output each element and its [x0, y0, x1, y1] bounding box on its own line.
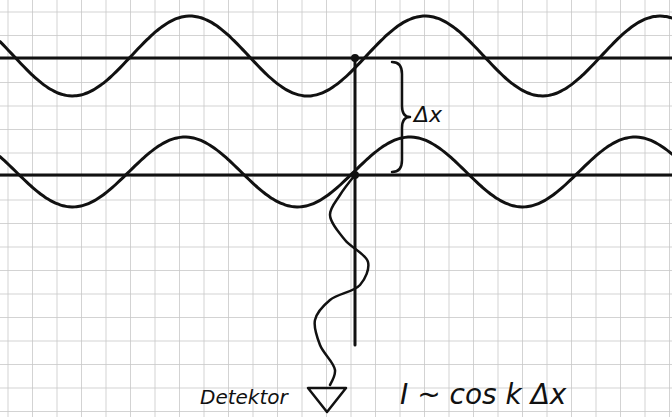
grid-line	[669, 0, 670, 417]
formula-label: I ~ cos k Δx	[400, 380, 566, 411]
grid-line	[0, 294, 672, 295]
grid-line	[0, 106, 672, 107]
grid-line	[0, 12, 672, 13]
axis-line	[0, 57, 672, 60]
wavy-path	[315, 175, 369, 385]
grid-line	[0, 35, 672, 36]
wave-upper	[0, 16, 672, 96]
grid-line	[130, 0, 131, 417]
grid-line	[522, 0, 523, 417]
detector-label: Detektor	[200, 386, 288, 408]
grid-line	[0, 59, 672, 60]
grid-line	[473, 0, 474, 417]
grid-line	[155, 0, 156, 417]
grid-line	[0, 317, 672, 318]
grid-line	[0, 153, 672, 154]
grid-line	[0, 129, 672, 130]
grid-line	[0, 411, 672, 412]
grid-line	[0, 176, 672, 177]
grid-line	[547, 0, 548, 417]
wave-lower	[0, 137, 672, 207]
grid-line	[8, 0, 9, 417]
grid-line	[204, 0, 205, 417]
axis-line	[0, 174, 672, 177]
grid-line	[571, 0, 572, 417]
dimension-label: Δx	[414, 103, 442, 127]
grid-line	[106, 0, 107, 417]
grid-line	[0, 364, 672, 365]
grid-line	[0, 341, 672, 342]
grid-line	[645, 0, 646, 417]
grid-line	[179, 0, 180, 417]
grid-line	[449, 0, 450, 417]
brace	[392, 62, 410, 172]
grid-line	[620, 0, 621, 417]
grid-line	[0, 270, 672, 271]
point	[351, 171, 359, 179]
grid-line	[375, 0, 376, 417]
grid-line	[498, 0, 499, 417]
grid-line	[81, 0, 82, 417]
grid-line	[0, 223, 672, 224]
grid-line	[277, 0, 278, 417]
grid-line	[32, 0, 33, 417]
beam-line	[354, 58, 357, 345]
grid-line	[302, 0, 303, 417]
detector-symbol	[308, 388, 346, 412]
grid-line	[351, 0, 352, 417]
point	[351, 54, 359, 62]
grid-line	[400, 0, 401, 417]
grid-line	[0, 247, 672, 248]
grid-line	[424, 0, 425, 417]
grid-line	[0, 82, 672, 83]
grid-line	[228, 0, 229, 417]
grid-line	[57, 0, 58, 417]
